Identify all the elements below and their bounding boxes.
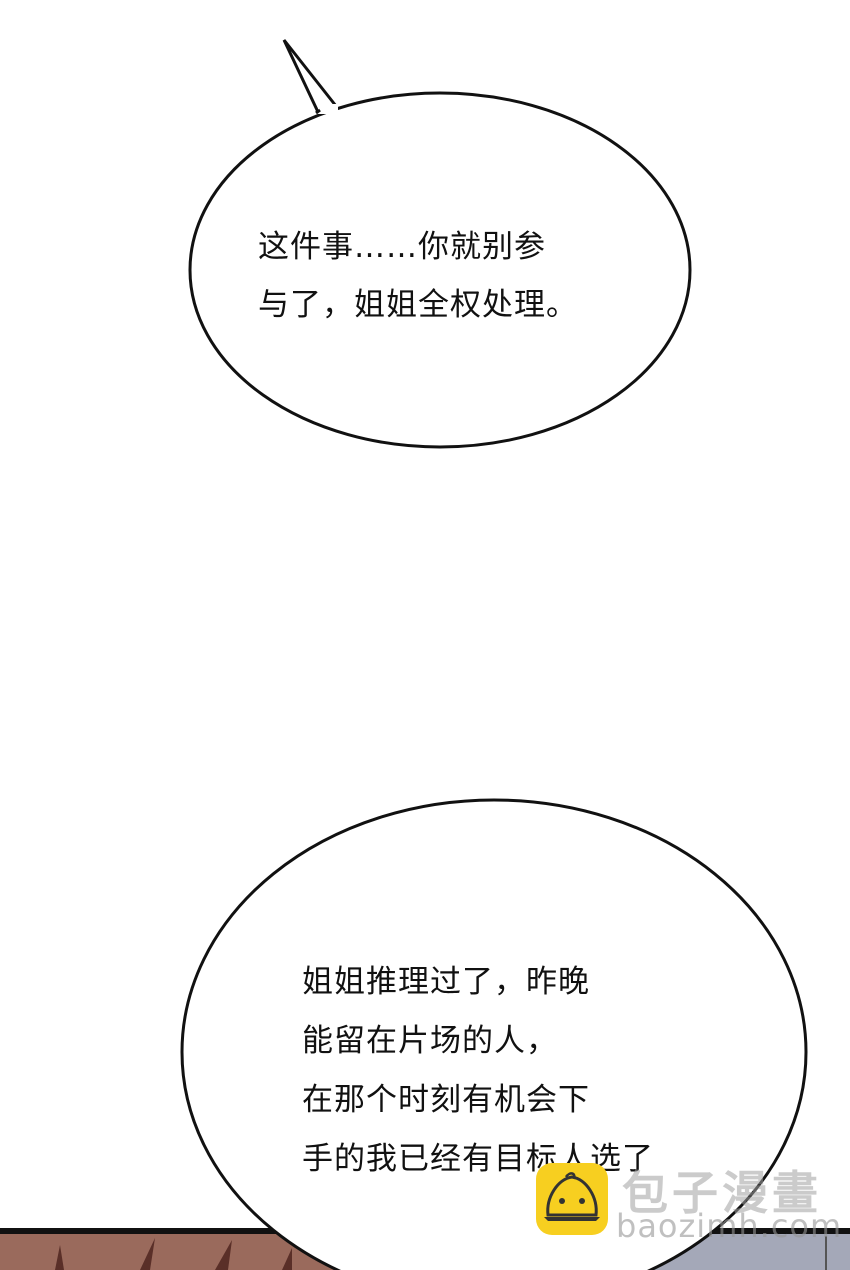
bubble-top-text: 这件事……你就别参 与了，姐姐全权处理。 <box>258 229 578 323</box>
watermark-title: 包子漫畫 <box>622 1166 822 1220</box>
bun-logo-icon <box>536 1163 608 1235</box>
speech-bubble-bottom <box>180 798 808 1270</box>
bubble-bottom-text: 姐姐推理过了，昨晚 能留在片场的人， 在那个时刻有机会下 手的我已经有目标人选了 <box>302 964 654 1177</box>
watermark: 包子漫畫 baozimh.com <box>536 1163 841 1245</box>
watermark-url: baozimh.com <box>616 1207 843 1245</box>
speech-bubble-top <box>188 39 692 449</box>
